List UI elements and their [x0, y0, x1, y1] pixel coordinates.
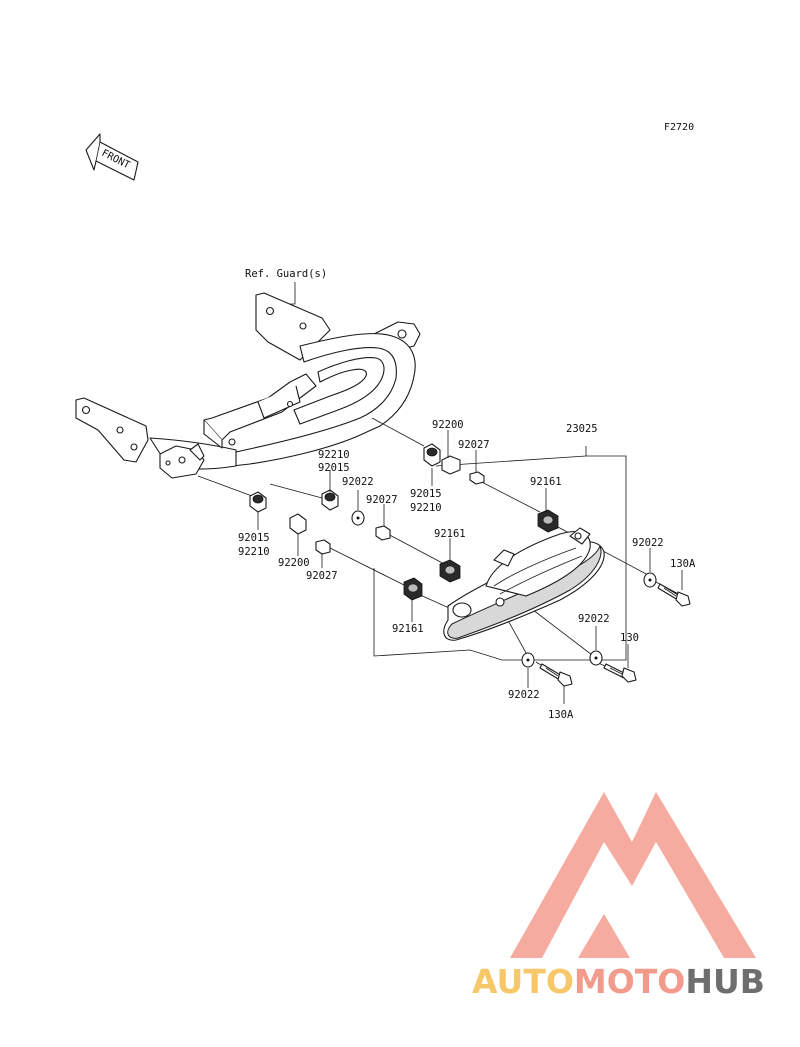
- watermark-brand: AUTOMOTOHUB: [472, 962, 792, 1002]
- collar-92015-left: [249, 491, 267, 513]
- callout-92027-top: 92027: [458, 439, 490, 451]
- callout-92200-top: 92200: [432, 419, 464, 431]
- grommet-92161-mid: [439, 559, 461, 583]
- damper-92200-left: [289, 513, 307, 535]
- callout-92015-a: 92015: [318, 462, 350, 474]
- bolt-130A-right: [657, 583, 691, 607]
- grommet-92161-top: [537, 509, 559, 533]
- reflector-lamp-23025: [443, 527, 605, 641]
- callout-92027-bot: 92027: [306, 570, 338, 582]
- watermark-moto: MOTO: [573, 962, 686, 1001]
- callout-92161-bot: 92161: [392, 623, 424, 635]
- watermark-logo-icon: [510, 792, 756, 958]
- callout-92022-a: 92022: [342, 476, 374, 488]
- bolt-130-mid: [603, 663, 637, 683]
- collar-92027-mid: [375, 525, 391, 541]
- callout-92022-bot: 92022: [508, 689, 540, 701]
- callout-130-mid: 130: [620, 632, 639, 644]
- watermark-auto: AUTO: [472, 962, 574, 1001]
- callout-92022-mid: 92022: [578, 613, 610, 625]
- callout-130A-bot: 130A: [548, 709, 574, 721]
- washer-92022-right: [643, 572, 657, 588]
- callout-23025: 23025: [566, 423, 598, 435]
- callout-92161-top: 92161: [530, 476, 562, 488]
- callout-92161-mid: 92161: [434, 528, 466, 540]
- guard-frame: [75, 292, 421, 479]
- front-arrow-icon: FRONT: [85, 133, 139, 181]
- callout-92027-mid: 92027: [366, 494, 398, 506]
- watermark-hub: HUB: [685, 962, 765, 1001]
- callout-92210-b: 92210: [410, 502, 442, 514]
- callout-leaders: [257, 430, 683, 704]
- collar-92027-right: [469, 471, 485, 485]
- damper-92200-right: [441, 455, 461, 475]
- figure-code: F2720: [664, 122, 694, 133]
- callout-92022-right: 92022: [632, 537, 664, 549]
- ref-guard-label: Ref. Guard(s): [245, 268, 327, 280]
- callout-92015-c: 92015: [238, 532, 270, 544]
- callout-92200-bot: 92200: [278, 557, 310, 569]
- collar-92015-right: [423, 443, 441, 467]
- washer-92022-mid: [589, 650, 603, 666]
- callout-92210-c: 92210: [238, 546, 270, 558]
- callout-92015-b: 92015: [410, 488, 442, 500]
- ref-guard-leader: [290, 282, 296, 305]
- callout-130A-right: 130A: [670, 558, 696, 570]
- washer-92022-left: [351, 510, 365, 526]
- collar-92027-left: [315, 539, 331, 555]
- callout-92210-a: 92210: [318, 449, 350, 461]
- collar-92015-mid: [321, 489, 339, 511]
- bolt-130A-bot: [539, 663, 573, 687]
- grommet-92161-bot: [403, 577, 423, 601]
- washer-92022-bot: [521, 652, 535, 668]
